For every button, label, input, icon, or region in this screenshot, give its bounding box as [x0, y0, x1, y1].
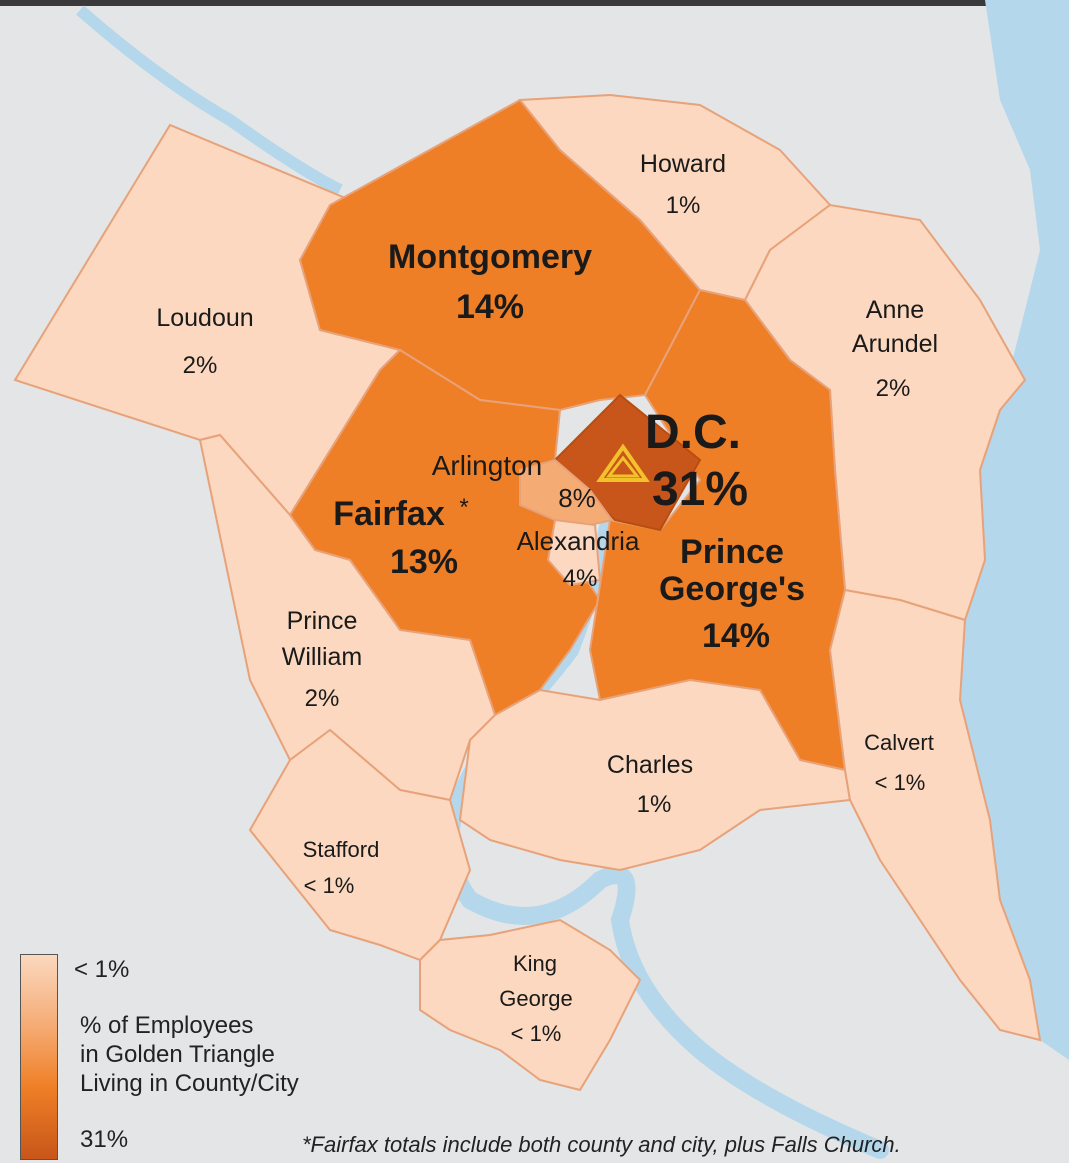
chesapeake-bay: [960, 0, 1069, 1060]
label-prince-georges-line2: George's: [659, 570, 805, 608]
label-prince-william-line1: Prince: [287, 607, 358, 635]
golden-triangle-icon: [596, 443, 650, 482]
label-montgomery-pct: 14%: [456, 288, 524, 326]
label-stafford-pct: < 1%: [304, 873, 355, 898]
label-king-george-line2: George: [499, 986, 572, 1011]
label-prince-georges-line1: Prince: [680, 533, 784, 571]
label-howard-pct: 1%: [666, 192, 701, 219]
legend-title-line3: Living in County/City: [80, 1070, 299, 1097]
label-alexandria-pct: 4%: [563, 565, 598, 592]
region-alexandria: [546, 518, 602, 587]
label-anne-arundel-line2: Arundel: [852, 330, 938, 358]
label-anne-arundel-pct: 2%: [876, 375, 911, 402]
label-arlington-pct: 8%: [558, 483, 596, 513]
label-fairfax-name: Fairfax: [333, 495, 445, 533]
legend-title-line2: in Golden Triangle: [80, 1041, 275, 1068]
label-calvert-name: Calvert: [864, 730, 934, 755]
label-dc-pct: 31%: [652, 463, 748, 516]
label-charles-name: Charles: [607, 751, 693, 779]
footnote: *Fairfax totals include both county and …: [302, 1132, 901, 1157]
label-montgomery-name: Montgomery: [388, 238, 592, 276]
potomac-north: [76, 5, 343, 196]
legend-max-label: 31%: [80, 1126, 129, 1153]
legend-title-line1: % of Employees: [80, 1012, 254, 1039]
label-fairfax-mark: *: [459, 494, 468, 521]
label-calvert-pct: < 1%: [875, 770, 926, 795]
label-loudoun-pct: 2%: [183, 352, 218, 379]
region-arlington: [519, 458, 614, 527]
region-calvert: [828, 588, 1042, 1042]
top-border: [0, 0, 1069, 6]
label-king-george-line1: King: [513, 951, 557, 976]
label-prince-william-pct: 2%: [305, 685, 340, 712]
region-king-george: [419, 918, 642, 1092]
label-fairfax-pct: 13%: [390, 543, 458, 581]
label-prince-william-line2: William: [282, 643, 363, 671]
label-arlington-name: Arlington: [432, 450, 543, 481]
label-anne-arundel-line1: Anne: [866, 296, 924, 324]
label-alexandria-name: Alexandria: [517, 526, 640, 556]
legend-min-label: < 1%: [74, 956, 130, 983]
label-howard-name: Howard: [640, 150, 726, 178]
label-charles-pct: 1%: [637, 791, 672, 818]
label-dc-name: D.C.: [645, 406, 741, 459]
label-prince-georges-pct: 14%: [702, 617, 770, 655]
region-stafford: [248, 728, 472, 962]
label-loudoun-name: Loudoun: [156, 304, 253, 332]
label-king-george-pct: < 1%: [511, 1021, 562, 1046]
legend-title: % of Employees in Golden Triangle Living…: [80, 1011, 299, 1098]
label-stafford-name: Stafford: [303, 837, 380, 862]
legend-color-scale: [20, 954, 58, 1160]
